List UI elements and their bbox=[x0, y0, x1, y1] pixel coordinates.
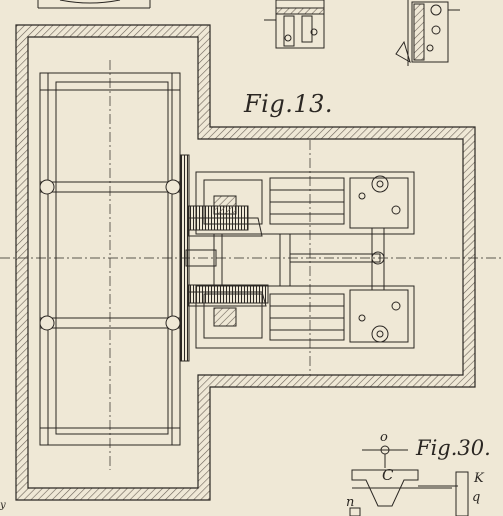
top-center-bracket-drawing bbox=[264, 0, 325, 49]
part-letter-q: q bbox=[472, 490, 481, 505]
fig30-label: Fig.30. bbox=[416, 436, 491, 460]
fig13-wall bbox=[15, 24, 476, 501]
part-letter-o: o bbox=[380, 430, 388, 445]
part-letter-k: K bbox=[474, 471, 484, 486]
engine-lower bbox=[195, 285, 415, 349]
top-left-partial-drawing bbox=[37, 0, 151, 9]
fig13-label: Fig.13. bbox=[244, 90, 333, 118]
top-right-mechanism-drawing bbox=[395, 0, 460, 66]
part-letter-c: C bbox=[382, 466, 394, 484]
fig30-drawing bbox=[349, 445, 469, 516]
part-letter-y: y bbox=[0, 500, 6, 511]
centre-lines bbox=[0, 60, 503, 470]
part-letter-n: n bbox=[346, 495, 355, 510]
connecting-shafts bbox=[185, 227, 385, 291]
